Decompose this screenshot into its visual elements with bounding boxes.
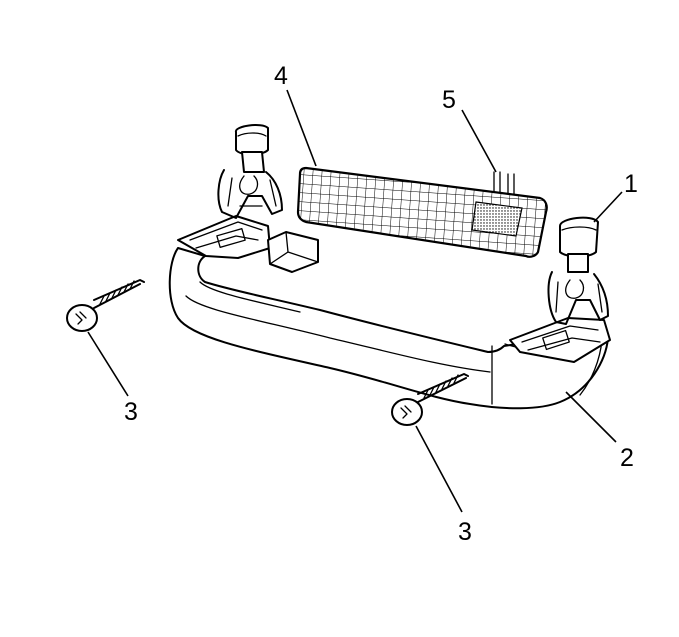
leader-3-right (415, 425, 463, 513)
wire-connector (493, 171, 515, 195)
screw-right (391, 373, 469, 426)
leader-1 (593, 191, 623, 223)
left-retaining-clip (217, 124, 283, 219)
callout-3-right: 3 (458, 518, 472, 546)
leader-2 (565, 391, 617, 443)
screw-left (66, 279, 145, 332)
leader-3-left (87, 331, 129, 397)
callout-2: 2 (620, 444, 634, 472)
callout-3-left: 3 (124, 398, 138, 426)
leader-lines (87, 89, 623, 513)
leader-4 (286, 89, 317, 167)
callout-4: 4 (274, 62, 288, 90)
right-retaining-clip (547, 216, 609, 325)
callout-1: 1 (624, 170, 638, 198)
callout-5: 5 (442, 86, 456, 114)
grab-handle-body (168, 215, 611, 410)
lens-light-panel (296, 166, 548, 258)
leader-5 (461, 109, 497, 173)
